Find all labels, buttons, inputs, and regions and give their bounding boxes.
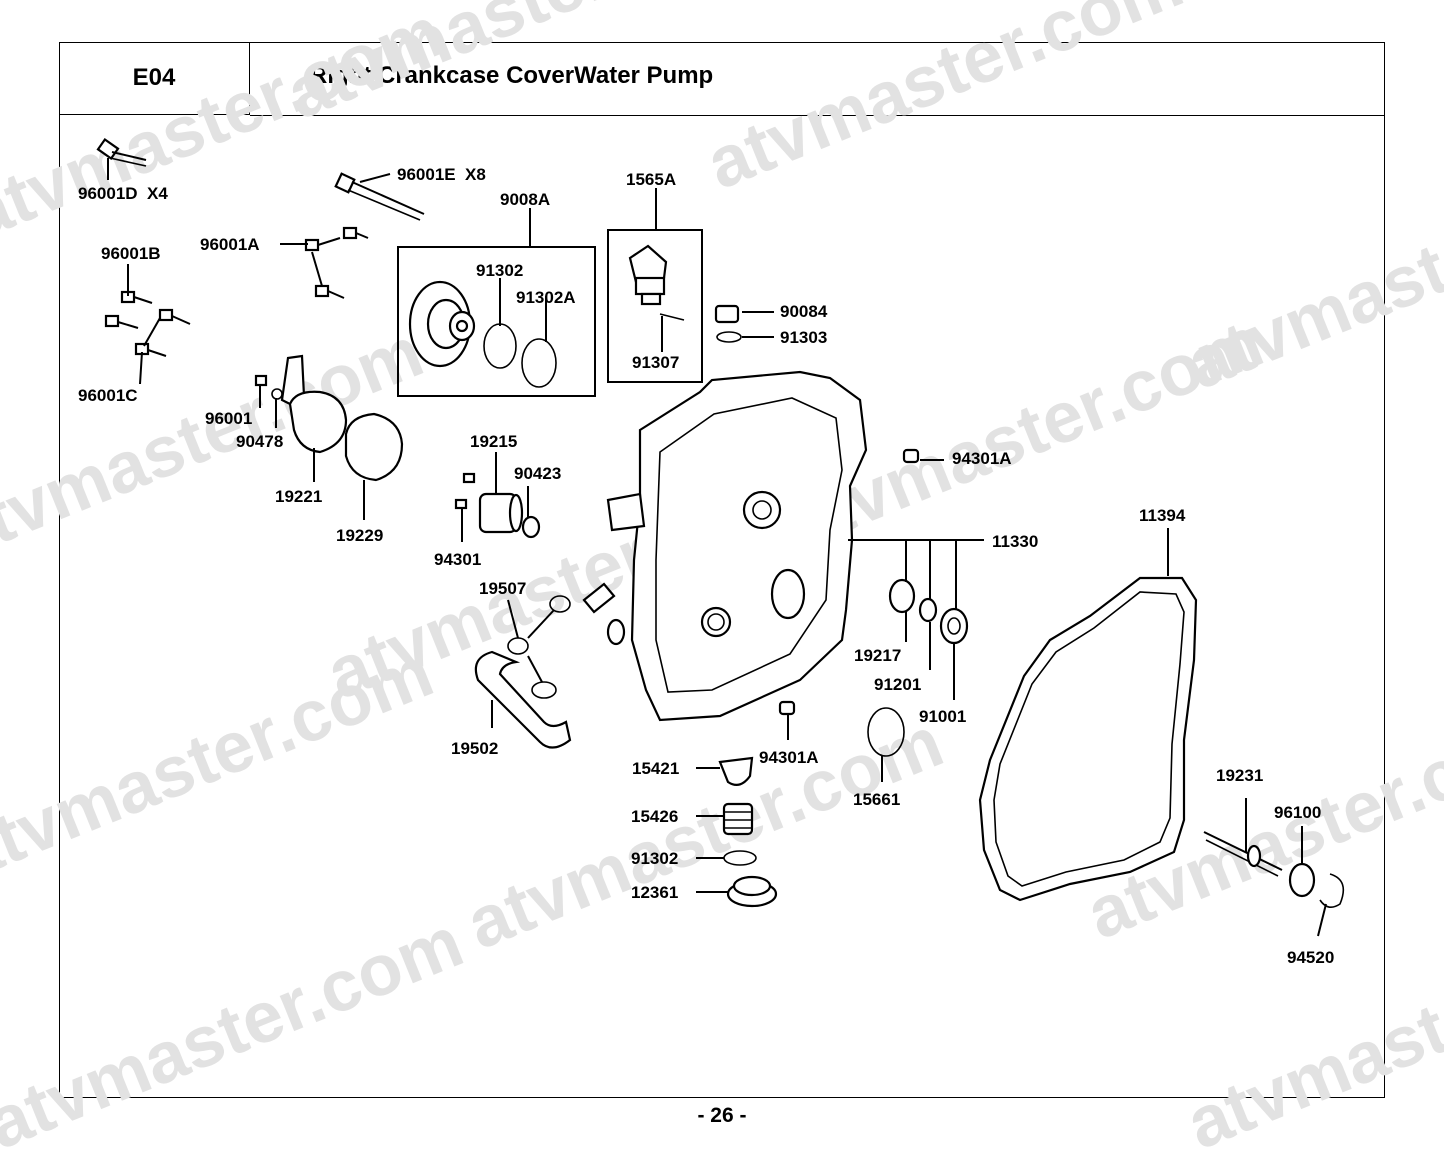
pin-91307 [659,313,685,321]
page-number: - 26 - [697,1104,747,1127]
callout-96001D: 96001D X4 [78,184,168,203]
callout-91307: 91307 [632,353,679,372]
pipe-fitting [582,582,616,614]
callout-91001: 91001 [919,707,966,726]
o-ring-15661 [867,707,905,757]
o-ring-91302A [521,338,557,388]
callout-91302: 91302 [476,261,523,280]
callout-11330: 11330 [992,532,1038,551]
callout-labels: 96001D X4 96001E X8 9008A 1565A 96001B 9… [78,165,1334,967]
bolt-96001E [334,172,425,221]
dowel-94301A [778,700,796,716]
kit-box-9008A [397,246,596,397]
callout-96001E: 96001E X8 [397,165,486,184]
dowel-94301A [902,448,920,464]
pump-cover-19221 [280,354,348,454]
drain-plug-12361 [726,875,778,908]
callout-11394: 11394 [1139,506,1186,525]
callout-12361: 12361 [631,883,678,902]
callout-90478: 90478 [236,432,283,451]
seal-90423 [521,515,541,539]
watermark: atvmaster.com [696,0,1194,205]
code-divider [59,114,250,115]
clamp-19507 [549,595,571,613]
callout-19215: 19215 [470,432,517,451]
bearing-96100 [1288,862,1316,898]
thermostat-1565A [628,244,668,306]
callout-94520: 94520 [1287,948,1334,967]
title-divider [250,115,1385,116]
clamp-19507 [531,681,557,699]
callout-91201: 91201 [874,675,921,694]
diagram-frame [59,42,1385,1098]
strainer-15421 [718,756,754,787]
watermark: atvmaster.com [1176,142,1444,405]
gasket-11394 [978,576,1198,902]
callout-96001: 96001 [205,409,252,428]
callout-15426: 15426 [631,807,678,826]
leader-lines [107,158,1327,937]
callout-19217: 19217 [854,646,901,665]
callout-19231: 19231 [1216,766,1263,785]
dowel-94301 [454,498,468,510]
gasket-19229 [344,412,404,482]
callout-91303: 91303 [780,328,827,347]
callout-94301A: 94301A [759,748,819,767]
callout-19229: 19229 [336,526,383,545]
dowel-94301 [462,472,476,484]
callout-19221: 19221 [275,487,322,506]
o-ring-91201 [918,597,938,623]
circlip-94520 [1319,873,1345,908]
watermark: atvmaster.com [456,702,954,965]
plug-90084 [714,304,740,324]
callout-19507: 19507 [479,579,526,598]
callout-91302: 91302 [631,849,678,868]
callout-96001B: 96001B [101,244,161,263]
callout-1565A: 1565A [626,170,676,189]
bolt-96001D [96,137,147,167]
hose-19502 [474,650,572,749]
water-pump-impeller [408,280,476,368]
callout-15661: 15661 [853,790,900,809]
callout-96100: 96100 [1274,803,1321,822]
bushing-19217 [888,578,916,614]
o-ring-91302 [483,323,517,369]
callout-94301: 94301 [434,550,481,569]
callout-91302A: 91302A [516,288,576,307]
spring-15426 [722,802,754,836]
crankcase-cover-11330 [606,370,868,722]
callout-90423: 90423 [514,464,561,483]
pump-housing-19215 [478,492,524,534]
bolts-96001B [104,290,191,357]
callout-19502: 19502 [451,739,498,758]
callout-96001C: 96001C [78,386,138,405]
callout-9008A: 9008A [500,190,550,209]
callout-90084: 90084 [780,302,828,321]
callout-94301A: 94301A [952,449,1012,468]
bolts-96001A [304,226,369,299]
pump-shaft-19231 [1203,831,1283,877]
bearing-91001 [939,607,969,645]
washer-91303 [716,331,742,343]
watermark: atvmaster.com [0,632,444,895]
page-title: Right Crankcase CoverWater Pump [310,62,714,89]
callout-96001A: 96001A [200,235,260,254]
callout-15421: 15421 [632,759,679,778]
bolt-96001 [254,374,268,387]
